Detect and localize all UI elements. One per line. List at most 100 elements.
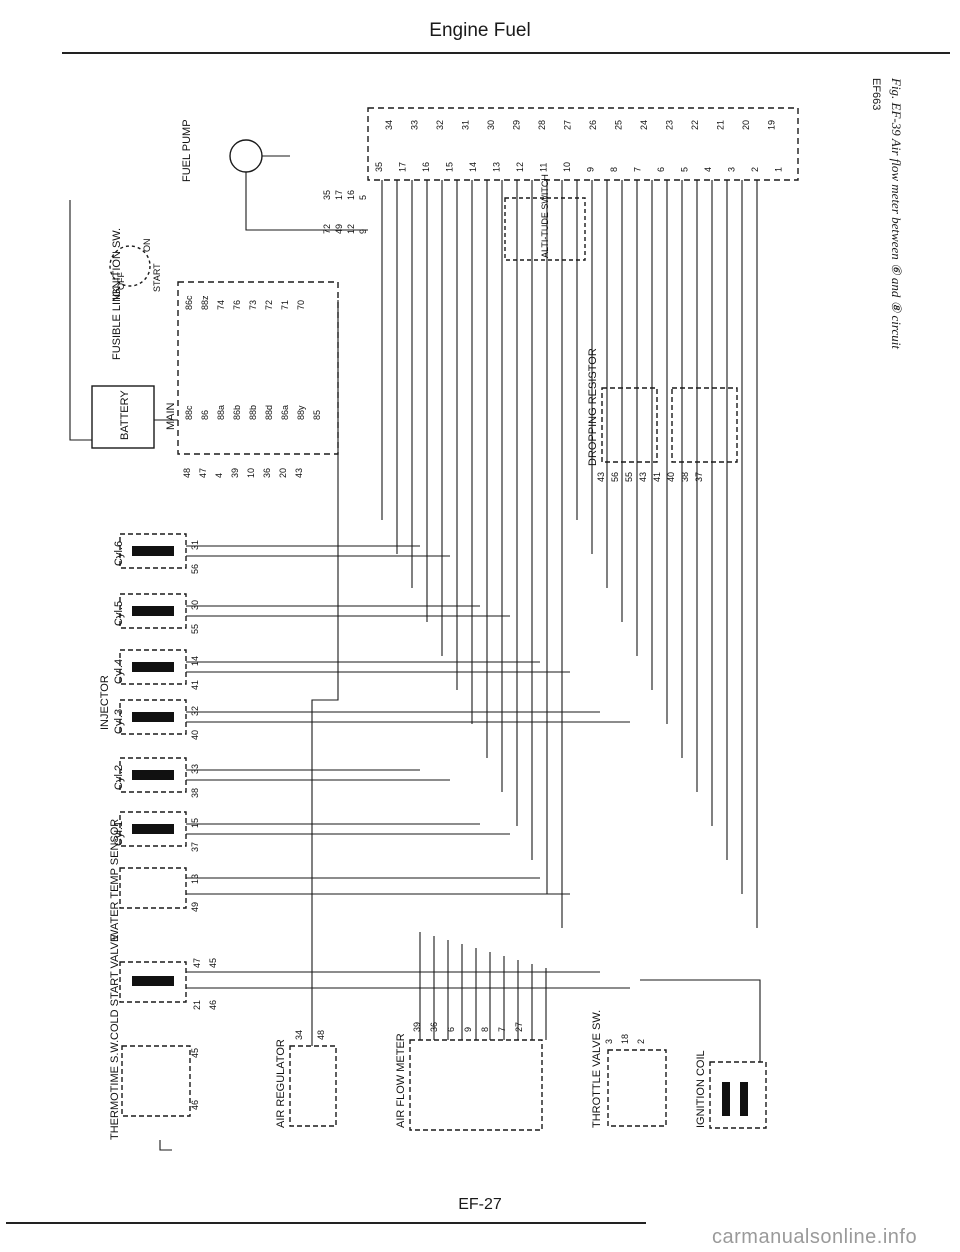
injector-pin: 31 — [190, 540, 200, 550]
ecu-pin-right: 30 — [486, 120, 496, 130]
label-ignition-coil: IGNITION COIL — [695, 1050, 707, 1128]
injector-pin: 55 — [190, 624, 200, 634]
air-flow-meter-box — [409, 1039, 543, 1131]
ecu-pin-left: 11 — [539, 163, 549, 172]
relay-terminal: 88a — [216, 405, 226, 420]
label-cyl5: Cyl.5 — [113, 601, 125, 626]
relay-terminal: 71 — [280, 300, 290, 310]
relay-terminal: 74 — [216, 300, 226, 310]
relay-wire-number: 20 — [278, 468, 288, 478]
cold-start-pin: 21 — [192, 1000, 202, 1010]
dropping-resistor-box-2 — [671, 387, 738, 463]
sensor-pin: 13 — [190, 874, 200, 884]
thermotime-ground — [159, 1140, 172, 1151]
alti-switch-box — [504, 197, 586, 261]
battery-box — [91, 385, 155, 449]
injector-box-cyl3 — [119, 699, 187, 735]
injector-box-cyl6 — [119, 533, 187, 569]
ecu-pin-right: 24 — [639, 120, 649, 130]
label-fusible-link: FUSIBLE LINK — [111, 286, 123, 360]
air-regulator-box — [289, 1045, 337, 1127]
ecu-pin-right: 23 — [665, 120, 675, 130]
thermotime-box — [121, 1045, 191, 1117]
ecu-pin-right: 33 — [410, 120, 420, 130]
label-fuel-pump: FUEL PUMP — [181, 119, 193, 182]
relay-terminal: 86a — [280, 405, 290, 420]
relay-terminal: 85 — [312, 410, 322, 420]
relay-wire-number: 10 — [246, 468, 256, 478]
label-cyl2: Cyl.2 — [113, 765, 125, 790]
ecu-pin-left: 8 — [609, 167, 619, 172]
ecu-loose-number: 49 — [334, 224, 344, 234]
ecu-pin-right: 25 — [614, 120, 624, 130]
label-cold-start-valve: COLD START VALVE — [109, 935, 121, 1040]
injector-box-cyl1 — [119, 811, 187, 847]
label-air-flow-meter: AIR FLOW METER — [395, 1033, 407, 1128]
header-rule — [62, 52, 950, 54]
relay-terminal: 88y — [296, 405, 306, 420]
ecu-pin-left: 16 — [421, 162, 431, 172]
relay-wire-number: 4 — [214, 473, 224, 478]
wire-bundle — [69, 155, 761, 1151]
dropping-resistor-pin: 40 — [666, 472, 676, 482]
relay-wire-number: 43 — [294, 468, 304, 478]
ecu-loose-number: 35 — [322, 190, 332, 200]
ecu-pin-right: 22 — [690, 120, 700, 130]
relay-wire-number: 48 — [182, 468, 192, 478]
label-alti-switch: ALTI-TUDE SWITCH — [540, 174, 550, 258]
ecu-pin-left: 6 — [656, 167, 666, 172]
ecu-pin-right: 21 — [716, 120, 726, 130]
ecu-connector-box — [367, 107, 799, 181]
injector-pin: 40 — [190, 730, 200, 740]
cold-start-pin: 45 — [208, 958, 218, 968]
relay-wire-number: 36 — [262, 468, 272, 478]
injector-pin: 37 — [190, 842, 200, 852]
water-temp-sensor-box — [119, 867, 187, 909]
injector-box-cyl5 — [119, 593, 187, 629]
ecu-pin-right: 20 — [741, 120, 751, 130]
injector-pin: 15 — [190, 818, 200, 828]
label-ign-on: ON — [142, 239, 152, 253]
ecu-pin-left: 15 — [445, 162, 455, 172]
ecu-pin-right: 31 — [461, 120, 471, 130]
dropping-resistor-pin: 55 — [624, 472, 634, 482]
footer-rule — [6, 1222, 646, 1224]
coil-lead — [640, 979, 761, 1062]
ecu-pin-right: 19 — [767, 120, 777, 130]
ecu-pin-left: 17 — [398, 162, 408, 172]
label-injector: INJECTOR — [99, 675, 111, 730]
page-number: EF-27 — [458, 1196, 502, 1213]
ecu-pin-right: 32 — [435, 120, 445, 130]
air-flow-meter-pin: 7 — [497, 1027, 507, 1032]
label-cyl3: Cyl.3 — [113, 709, 125, 734]
label-cyl4: Cyl.4 — [113, 659, 125, 684]
ecu-pin-left: 14 — [468, 162, 478, 172]
ecu-pin-right: 26 — [588, 120, 598, 130]
air-regulator-pin: 48 — [316, 1030, 326, 1040]
relay-terminal: 88d — [264, 405, 274, 420]
label-water-temp-sensor: WATER TEMP SENSOR — [109, 819, 121, 940]
figure-code: EF663 — [870, 78, 882, 111]
ecu-loose-number: 16 — [346, 190, 356, 200]
ecu-pin-left: 2 — [750, 167, 760, 172]
page-title: Engine Fuel — [429, 20, 531, 41]
ecu-pin-right: 27 — [563, 120, 573, 130]
ecu-loose-number: 12 — [346, 224, 356, 234]
ecu-loose-number: 9 — [358, 229, 368, 234]
ecu-pin-left: 4 — [703, 167, 713, 172]
dropping-resistor-pin: 41 — [652, 472, 662, 482]
air-flow-meter-pin: 8 — [480, 1027, 490, 1032]
ecu-pin-left: 3 — [727, 167, 737, 172]
ecu-pin-right: 34 — [384, 120, 394, 130]
relay-terminal: 86b — [232, 405, 242, 420]
sensor-pin: 49 — [190, 902, 200, 912]
ecu-pin-left: 35 — [374, 162, 384, 172]
air-flow-meter-pin: 36 — [429, 1022, 439, 1032]
air-flow-meter-pin: 6 — [446, 1027, 456, 1032]
dropping-resistor-pin: 43 — [596, 472, 606, 482]
injector-pin: 33 — [190, 764, 200, 774]
ecu-pin-right: 29 — [512, 120, 522, 130]
label-throttle-valve-sw: THROTTLE VALVE SW. — [591, 1010, 603, 1128]
relay-terminal: 70 — [296, 300, 306, 310]
